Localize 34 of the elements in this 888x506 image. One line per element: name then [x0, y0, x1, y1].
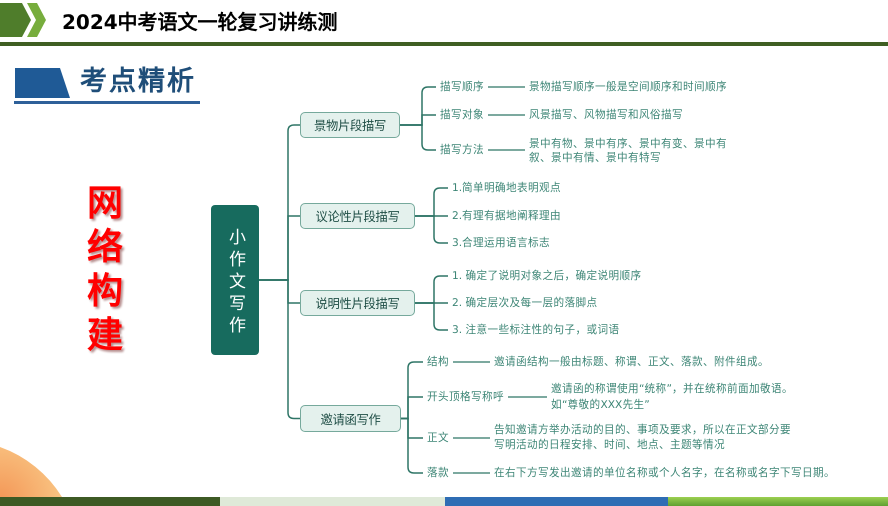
point-text: 1. 确定了说明对象之后，确定说明顺序 [452, 268, 642, 284]
branch-label: 结构 [427, 354, 449, 370]
description-text: 在右下方写发出邀请的单位名称或个人名字，在名称或名字下写日期。 [494, 466, 835, 480]
dash-line [508, 396, 547, 398]
topic-box: 议论性片段描写 [300, 203, 415, 229]
topic-box: 说明性片段描写 [300, 290, 415, 316]
dash-line [453, 437, 490, 439]
topic-box: 景物片段描写 [300, 112, 400, 138]
dash-line [488, 114, 525, 116]
section-heading: 考点精析 [80, 67, 196, 97]
branch-label: 开头顶格写称呼 [427, 390, 504, 404]
branch-label: 落款 [427, 466, 449, 480]
root-box: 小作文写作 [211, 205, 259, 355]
description-text: 景物描写顺序一般是空间顺序和时间顺序 [529, 80, 727, 94]
branch-label: 描写方法 [440, 142, 484, 158]
dash-line [488, 86, 525, 88]
topic-box: 邀请函写作 [300, 405, 401, 432]
branch-label: 正文 [427, 430, 449, 446]
description-text: 邀请函的称谓使用“统称”，并在统称前面加敬语。如“尊敬的XXX先生” [551, 381, 801, 413]
point-text: 1.简单明确地表明观点 [452, 180, 562, 196]
dash-line [488, 149, 525, 151]
point-text: 2.有理有据地阐释理由 [452, 208, 562, 224]
point-text: 3.合理运用语言标志 [452, 236, 550, 250]
point-text: 3. 注意一些标注性的句子，或词语 [452, 322, 620, 338]
description-text: 告知邀请方举办活动的目的、事项及要求，所以在正文部分要写明活动的日程安排、时间、地点、主题等情况 [494, 423, 796, 453]
point-text: 2. 确定层次及每一层的落脚点 [452, 296, 598, 310]
dash-line [453, 472, 490, 474]
description-text: 风景描写、风物描写和风俗描写 [529, 108, 683, 122]
branch-label: 描写顺序 [440, 80, 484, 94]
dash-line [453, 361, 490, 363]
description-text: 景中有物、景中有序、景中有变、景中有叙、景中有情、景中有特写 [529, 137, 727, 165]
description-text: 邀请函结构一般由标题、称谓、正文、落款、附件组成。 [494, 354, 769, 370]
page-title: 2024中考语文一轮复习讲练测 [62, 10, 338, 34]
branch-label: 描写对象 [440, 108, 484, 122]
